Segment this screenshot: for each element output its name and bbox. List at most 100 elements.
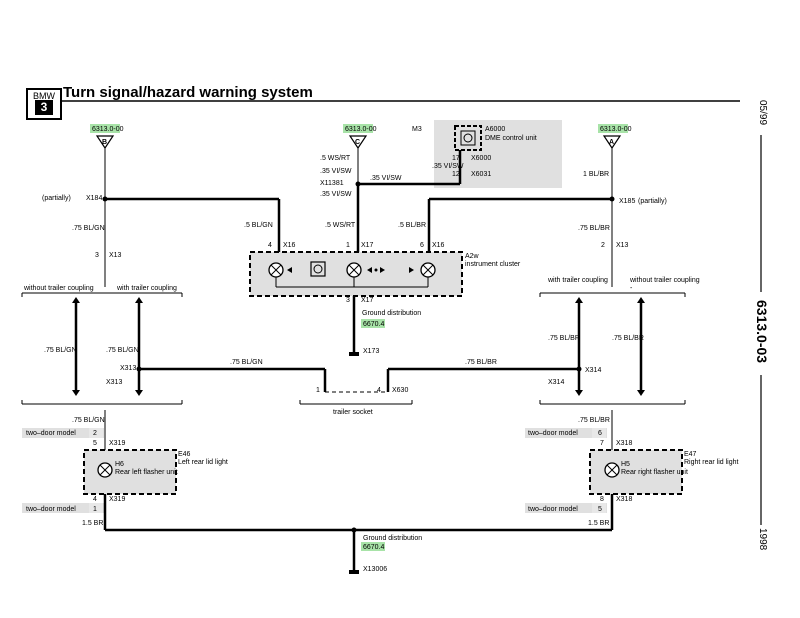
diagram-shape	[592, 503, 606, 513]
diagram-label: .75 BL/BR	[578, 417, 610, 424]
diagram-label: 4	[268, 242, 272, 249]
diagram-label: Right rear lid light	[684, 459, 739, 466]
pin-b-symbol	[95, 135, 115, 150]
diagram-label: H6	[115, 461, 124, 468]
diagram-label: X319	[109, 440, 125, 447]
diagram-shape	[592, 428, 606, 438]
diagram-label: Ground distribution	[362, 310, 421, 317]
diagram-shape	[313, 264, 323, 274]
diagram-shape	[89, 428, 103, 438]
diagram-label: .5 WS/RT	[325, 222, 356, 229]
diagram-shape	[575, 297, 583, 303]
diagram-label: without trailer coupling	[629, 277, 700, 284]
diagram-label: with trailer coupling	[116, 285, 177, 292]
ref-left: 6313.0-00	[92, 126, 124, 133]
diagram-label: 7	[600, 440, 604, 447]
diagram-label: 6670.4	[363, 544, 385, 551]
diagram-label: 2	[601, 242, 605, 249]
diagram-label: X17	[361, 242, 374, 249]
diagram-label: .35 VI/SW	[320, 191, 352, 198]
diagram-label: X16	[283, 242, 296, 249]
diagram-shape	[99, 464, 111, 476]
diagram-shape	[135, 297, 143, 303]
diagram-label: Rear left flasher unit	[115, 469, 178, 476]
diagram-label: E46	[178, 451, 191, 458]
ref-box-center	[343, 124, 373, 133]
diagram-label: X318	[616, 440, 632, 447]
diagram-shape	[463, 133, 473, 143]
page-title: Turn signal/hazard warning system	[63, 84, 313, 101]
diagram-label: .75 BL/BR	[465, 359, 497, 366]
diagram-shape	[575, 390, 583, 396]
ref-center: 6313.0-00	[345, 126, 377, 133]
diagram-shape	[525, 503, 607, 513]
diagram-label: 1	[93, 506, 97, 513]
pin-a-symbol	[602, 135, 622, 150]
diagram-label: 4	[377, 387, 381, 394]
diagram-label: two–door model	[528, 506, 578, 513]
diagram-label: X16	[432, 242, 445, 249]
diagram-label: 6	[598, 430, 602, 437]
diagram-shape	[525, 428, 607, 438]
cluster-arrow-left	[287, 267, 292, 273]
diagram-label: instrument cluster	[465, 261, 521, 268]
diagram-label: X314	[585, 367, 601, 374]
diagram-shape	[637, 297, 645, 303]
diagram-shape	[89, 503, 103, 513]
diagram-label: .75 BL/BR	[612, 335, 644, 342]
diagram-label: X185	[619, 198, 635, 205]
diagram-label: .35 VI/SW	[432, 163, 464, 170]
diagram-label: Left rear lid light	[178, 459, 228, 466]
diagram-label: .75 BL/GN	[106, 347, 139, 354]
diagram-shape	[270, 264, 282, 276]
brand-label: BMW	[33, 91, 55, 101]
diagram-shape	[72, 297, 80, 303]
diagram-label: X17	[361, 297, 374, 304]
ref-box-right	[598, 124, 628, 133]
diagram-label: .35 VI/SW	[370, 175, 402, 182]
diagram-label: 17	[452, 155, 460, 162]
diagram-label: 1	[346, 242, 350, 249]
diagram-label: 6	[420, 242, 424, 249]
diagram-label: 4	[93, 496, 97, 503]
diagram-label: .35 VI/SW	[320, 168, 352, 175]
ref-right: 6313.0-00	[600, 126, 632, 133]
dme-box	[454, 125, 482, 151]
diagram-label: X313	[106, 379, 122, 386]
diagram-label: X13	[109, 252, 122, 259]
diagram-label: 5	[93, 440, 97, 447]
diagram-label: A2w	[465, 253, 480, 260]
diagram-label: .75 BL/GN	[44, 347, 77, 354]
diagram-label: .75 BL/GN	[230, 359, 263, 366]
diagram-label: .75 BL/GN	[72, 417, 105, 424]
diagram-shape	[22, 503, 104, 513]
diagram-label: without trailer coupling	[23, 285, 94, 292]
diagram-label: H5	[621, 461, 630, 468]
ground-symbol-bottom	[349, 570, 359, 574]
diagram-shape	[637, 390, 645, 396]
diagram-label: X11381	[320, 180, 344, 187]
diagram-shape	[72, 390, 80, 396]
diagram-label: E47	[684, 451, 697, 458]
diagram-label: with trailer coupling	[547, 277, 608, 284]
diagram-label: two–door model	[26, 430, 76, 437]
diagram-label: DME control unit	[485, 135, 537, 142]
diagram-label: two–door model	[528, 430, 578, 437]
diagram-label: .5 BL/GN	[244, 222, 273, 229]
diagram-shape	[609, 196, 615, 202]
diagram-label: 2	[93, 430, 97, 437]
diagram-shape	[409, 267, 414, 273]
diagram-label: X13006	[363, 566, 387, 573]
diagram-shape	[136, 366, 142, 372]
diagram-shape	[380, 267, 385, 273]
diagram-label: X318	[616, 496, 632, 503]
diagram-label: X314	[548, 379, 564, 386]
diagram-label: 5	[598, 506, 602, 513]
diagram-label: X6031	[471, 171, 491, 178]
diagram-label: X319	[109, 496, 125, 503]
diagram-label: X630	[392, 387, 408, 394]
diagram-label: X313	[120, 365, 136, 372]
diagram-label: 1 BL/BR	[583, 171, 609, 178]
diagram-label: (partially)	[42, 195, 71, 202]
